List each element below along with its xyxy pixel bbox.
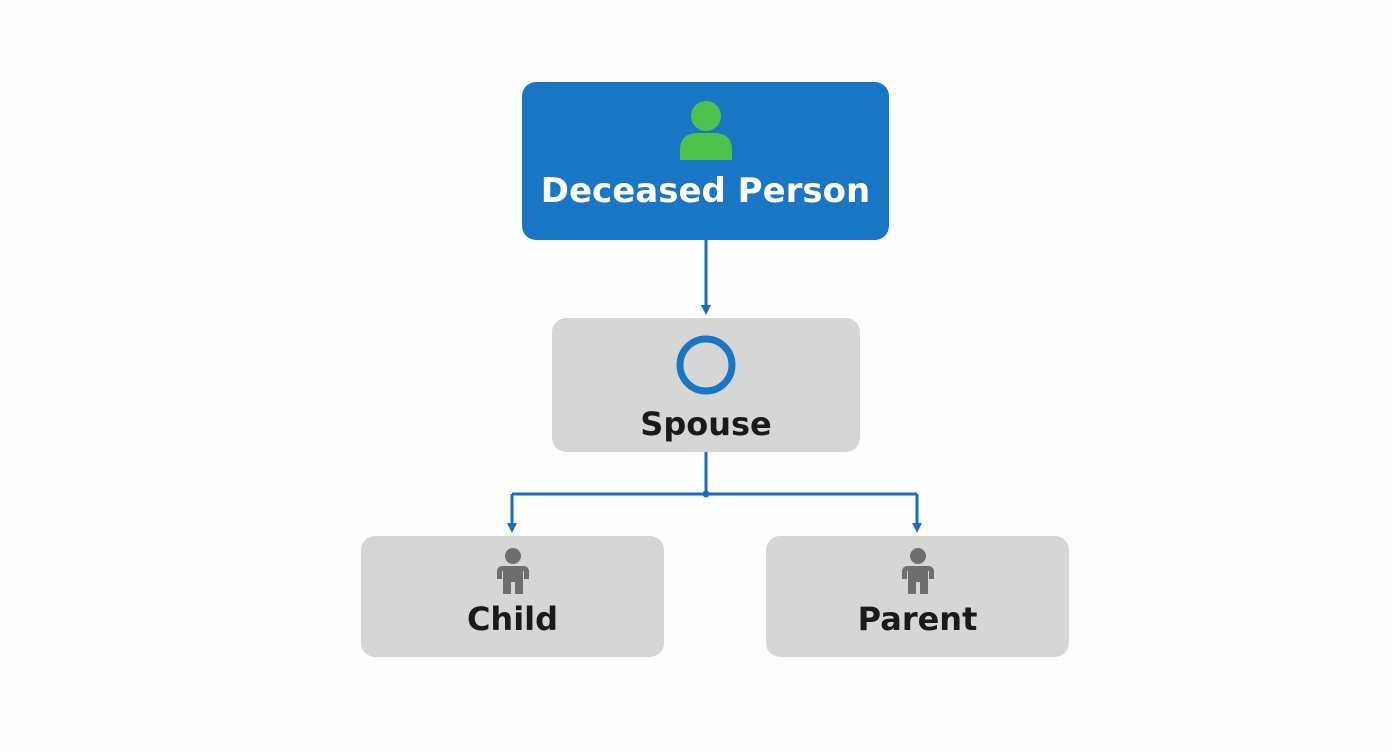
node-deceased-person: Deceased Person — [522, 82, 889, 240]
edge-branch-junction — [702, 490, 710, 498]
node-deceased-label: Deceased Person — [540, 171, 871, 211]
child-icon — [496, 548, 529, 594]
node-child: Child — [361, 536, 664, 657]
node-spouse-label: Spouse — [640, 405, 772, 443]
person-icon — [679, 101, 732, 160]
ring-icon — [676, 335, 736, 395]
node-parent: Parent — [766, 536, 1069, 657]
child-icon — [901, 548, 934, 594]
node-parent-label: Parent — [857, 600, 978, 638]
node-child-label: Child — [466, 600, 559, 638]
node-spouse: Spouse — [552, 318, 860, 452]
